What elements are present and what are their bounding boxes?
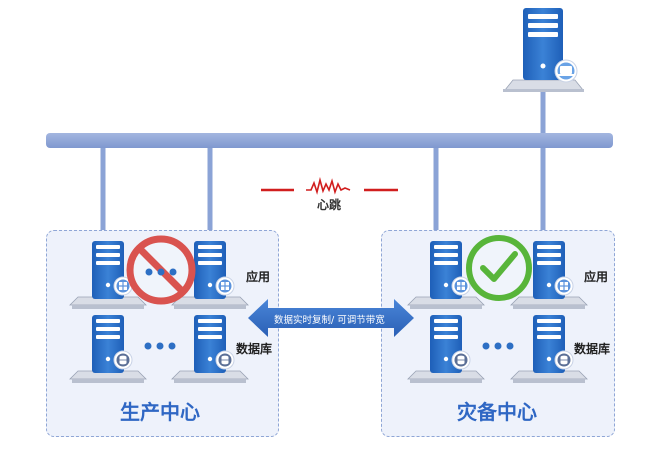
production-center-panel — [46, 230, 279, 437]
prohibited-icon — [126, 235, 196, 305]
database-server-icon — [407, 314, 485, 384]
network-links — [100, 148, 546, 232]
replication-label: 数据实时复制/ 可调节带宽 — [274, 315, 385, 326]
heartbeat-label: 心跳 — [317, 198, 342, 212]
database-server-icon — [69, 314, 147, 384]
network-bus — [46, 133, 613, 148]
check-circle-icon — [466, 235, 532, 301]
heartbeat-icon — [261, 176, 398, 195]
more-servers-icon — [482, 342, 514, 350]
production-app-label: 应用 — [246, 270, 271, 284]
production-db-label: 数据库 — [236, 342, 273, 356]
dr-db-label: 数据库 — [574, 342, 611, 356]
disaster-recovery-center-panel — [381, 230, 615, 437]
client-server-icon — [503, 8, 584, 140]
replication-arrow — [248, 299, 414, 337]
dr-center-title: 灾备中心 — [457, 400, 537, 424]
more-servers-icon — [144, 342, 176, 350]
production-center-title: 生产中心 — [120, 400, 200, 424]
dr-app-label: 应用 — [584, 270, 609, 284]
